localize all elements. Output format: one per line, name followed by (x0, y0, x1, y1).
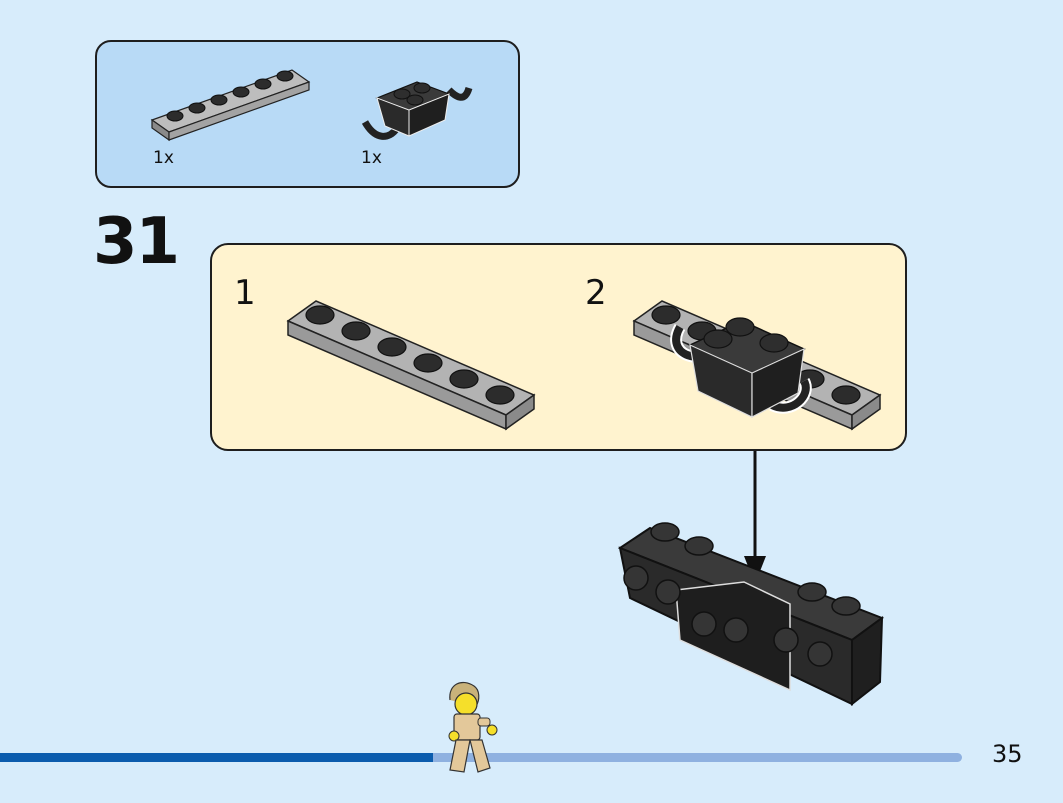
part-quantity-brick: 1x (361, 148, 382, 168)
black-brick-with-handles-icon (361, 81, 473, 140)
step-number: 31 (93, 205, 180, 279)
completed-assembly-icon (617, 522, 885, 707)
page-number: 35 (992, 740, 1023, 768)
substep-2-assembly-icon (632, 300, 882, 431)
parts-callout-drawing (150, 69, 473, 142)
substep-callout: 1 2 (210, 243, 907, 451)
parts-callout: 1x 1x (95, 40, 520, 188)
part-quantity-plate: 1x (153, 148, 174, 168)
substep-number-1: 1 (234, 273, 256, 313)
progress-bar-fill (0, 753, 433, 762)
substep-1-plate-icon (286, 300, 536, 431)
substep-number-2: 2 (585, 273, 607, 313)
gray-plate-1x6-icon (150, 69, 311, 142)
substep-drawing (286, 300, 882, 431)
